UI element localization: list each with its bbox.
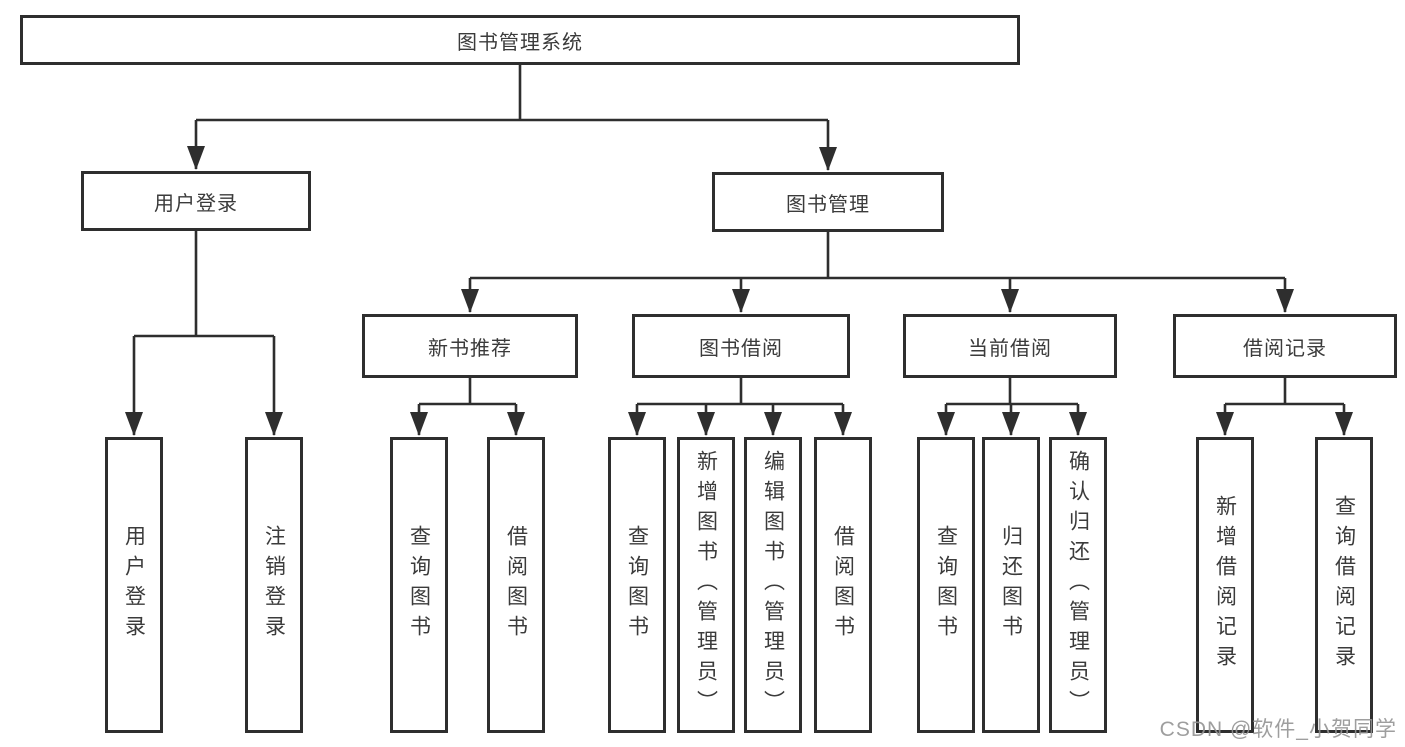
node-label: 查询图书 xyxy=(407,525,431,645)
leaf-query-books: 查询图书 xyxy=(917,437,975,733)
connector-arrows xyxy=(125,120,1353,436)
leaf-user-login: 用户登录 xyxy=(105,437,163,733)
node-label: 借阅记录 xyxy=(1243,337,1327,360)
node-label: 图书管理 xyxy=(786,193,870,216)
leaf-query-borrow-record: 查询借阅记录 xyxy=(1315,437,1373,733)
node-book-borrowing: 图书借阅 xyxy=(632,314,850,378)
leaf-return-books: 归还图书 xyxy=(982,437,1040,733)
node-label: 查询借阅记录 xyxy=(1332,495,1356,675)
node-label: 图书借阅 xyxy=(699,337,783,360)
node-label: 注销登录 xyxy=(262,525,286,645)
node-label: 确认归还（管理员） xyxy=(1066,450,1090,720)
node-label: 用户登录 xyxy=(154,192,238,215)
leaf-logout: 注销登录 xyxy=(245,437,303,733)
node-label: 借阅图书 xyxy=(504,525,528,645)
node-label: 新书推荐 xyxy=(428,337,512,360)
node-borrowing-records: 借阅记录 xyxy=(1173,314,1397,378)
node-label: 用户登录 xyxy=(122,525,146,645)
leaf-edit-book-admin: 编辑图书（管理员） xyxy=(744,437,802,733)
leaf-confirm-return-admin: 确认归还（管理员） xyxy=(1049,437,1107,733)
node-label: 编辑图书（管理员） xyxy=(761,450,785,720)
leaf-query-books: 查询图书 xyxy=(608,437,666,733)
node-label: 借阅图书 xyxy=(831,525,855,645)
node-label: 新增图书（管理员） xyxy=(694,450,718,720)
node-label: 查询图书 xyxy=(625,525,649,645)
node-new-book-recommendation: 新书推荐 xyxy=(362,314,578,378)
leaf-borrow-books: 借阅图书 xyxy=(487,437,545,733)
leaf-add-borrow-record: 新增借阅记录 xyxy=(1196,437,1254,733)
node-book-management: 图书管理 xyxy=(712,172,944,232)
node-label: 图书管理系统 xyxy=(457,31,583,54)
node-user-login: 用户登录 xyxy=(81,171,311,231)
leaf-borrow-books: 借阅图书 xyxy=(814,437,872,733)
node-label: 查询图书 xyxy=(934,525,958,645)
node-label: 当前借阅 xyxy=(968,337,1052,360)
node-current-borrowing: 当前借阅 xyxy=(903,314,1117,378)
connector-rails xyxy=(134,65,1344,406)
node-system-root: 图书管理系统 xyxy=(20,15,1020,65)
leaf-add-book-admin: 新增图书（管理员） xyxy=(677,437,735,733)
node-label: 新增借阅记录 xyxy=(1213,495,1237,675)
node-label: 归还图书 xyxy=(999,525,1023,645)
leaf-query-books: 查询图书 xyxy=(390,437,448,733)
